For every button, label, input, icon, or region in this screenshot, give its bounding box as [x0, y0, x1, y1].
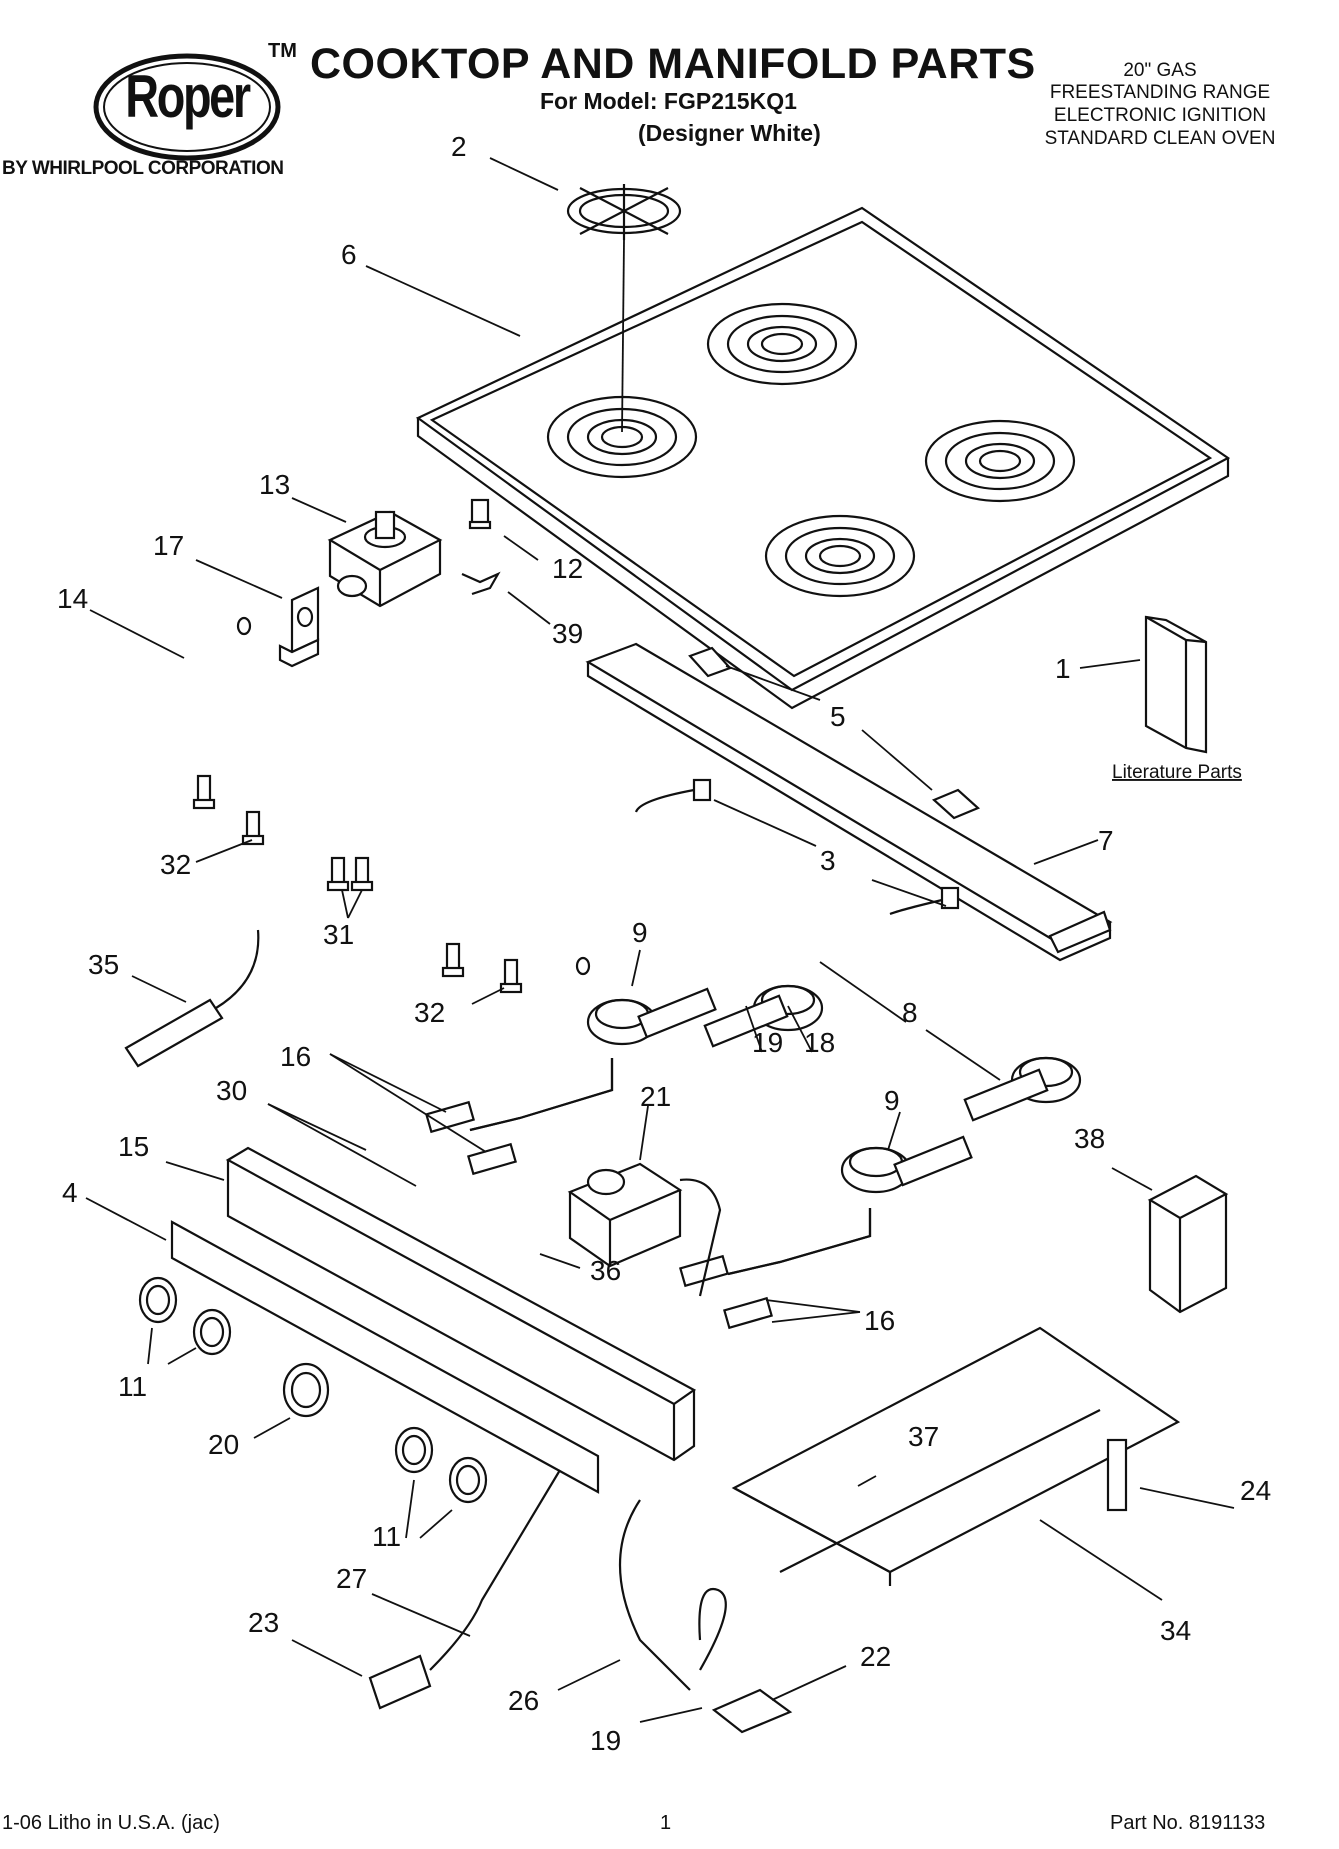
leader-arrows [85, 157, 1235, 1723]
gas-manifold [143, 616, 591, 976]
spark-module [1147, 1174, 1229, 1314]
oven-igniter-assembly [368, 1469, 793, 1734]
literature-parts-label: Literature Parts [1112, 762, 1242, 783]
callout-38: 38 [1074, 1123, 1105, 1154]
logo-wordmark: Roper [125, 63, 251, 130]
page-title: COOKTOP AND MANIFOLD PARTS [310, 40, 1036, 88]
oven-burner-baffle [731, 1326, 1181, 1586]
roper-logo [93, 53, 281, 161]
callout-9: 9 [632, 917, 648, 948]
callout-13: 13 [259, 469, 290, 500]
finish-color: (Designer White) [638, 120, 821, 146]
callout-4: 4 [62, 1177, 78, 1208]
spec-line: FREESTANDING RANGE [1049, 82, 1271, 103]
trademark-mark: TM [268, 40, 297, 62]
manifold-screws [192, 774, 523, 994]
callout-1: 1 [1055, 653, 1071, 684]
control-panel-insert [170, 1220, 600, 1494]
callout-31: 31 [323, 919, 354, 950]
pressure-regulator [327, 510, 443, 608]
callout-7: 7 [1098, 825, 1114, 856]
callout-21: 21 [640, 1081, 671, 1112]
callout-16: 16 [280, 1041, 311, 1072]
callout-22: 22 [860, 1641, 891, 1672]
callout-37: 37 [908, 1421, 939, 1452]
callout-6: 6 [341, 239, 357, 270]
callout-27: 27 [336, 1563, 367, 1594]
print-info: 1-06 Litho in U.S.A. (jac) [2, 1812, 220, 1834]
callout-12: 12 [552, 553, 583, 584]
surface-burners [586, 984, 1082, 1194]
callout-11-lower: 11 [372, 1521, 401, 1552]
burner-grate-rings [546, 302, 1076, 598]
spec-line: ELECTRONIC IGNITION [1053, 105, 1267, 126]
callout-16-right: 16 [864, 1305, 895, 1336]
callout-32: 32 [160, 849, 191, 880]
model-number: For Model: FGP215KQ1 [540, 88, 797, 114]
callout-39: 39 [552, 618, 583, 649]
callout-36: 36 [590, 1255, 621, 1286]
page-number: 1 [660, 1812, 672, 1834]
callout-17: 17 [153, 530, 184, 561]
spec-line: STANDARD CLEAN OVEN [1044, 128, 1276, 149]
brand-byline: BY WHIRLPOOL CORPORATION [2, 158, 284, 179]
callout-3: 3 [820, 845, 836, 876]
ignition-electrode [124, 929, 260, 1068]
callout-20: 20 [208, 1429, 239, 1460]
burner-base-bracket [585, 642, 1113, 962]
callout-24: 24 [1240, 1475, 1271, 1506]
callout-9-right: 9 [884, 1085, 900, 1116]
callout-14: 14 [57, 583, 88, 614]
callout-11: 11 [118, 1371, 147, 1402]
orifice-hood [468, 498, 492, 530]
callout-26: 26 [508, 1685, 539, 1716]
callout-35: 35 [88, 949, 119, 980]
callout-23: 23 [248, 1607, 279, 1638]
regulator-bracket [278, 586, 320, 668]
burner-grate [566, 184, 682, 433]
control-knobs [138, 1276, 488, 1504]
gas-valves [425, 1058, 872, 1330]
cooktop-panel [415, 206, 1231, 710]
spring-clip [461, 571, 501, 596]
callout-18: 18 [804, 1027, 835, 1058]
callout-34: 34 [1160, 1615, 1191, 1646]
callout-19: 19 [752, 1027, 783, 1058]
spec-line: 20" GAS [1123, 60, 1197, 81]
part-number: Part No. 8191133 [1110, 1812, 1266, 1834]
callout-15: 15 [118, 1131, 149, 1162]
callout-32-lower: 32 [414, 997, 445, 1028]
callout-8: 8 [902, 997, 918, 1028]
callout-5: 5 [830, 701, 846, 732]
manifold-panel [225, 1146, 697, 1462]
callout-30: 30 [216, 1075, 247, 1106]
callout-2: 2 [451, 131, 467, 162]
callout-19-lower: 19 [590, 1725, 621, 1756]
literature-parts [1144, 615, 1208, 754]
oven-valve-thermostat [567, 1162, 722, 1297]
